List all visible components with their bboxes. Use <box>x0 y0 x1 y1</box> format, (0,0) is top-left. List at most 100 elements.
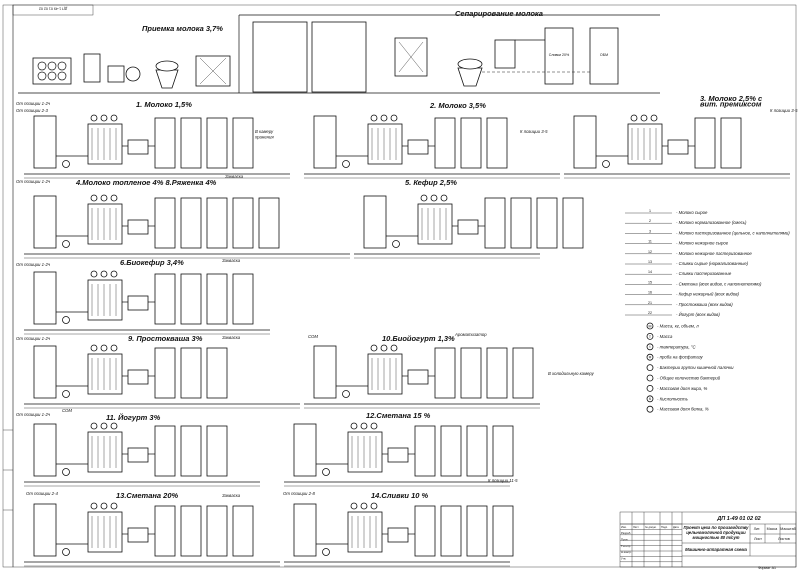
section-receiving-title: Приемка молока 3,7% <box>142 24 223 33</box>
unit-p9 <box>24 344 300 409</box>
unit-p6-product-tank <box>206 273 228 325</box>
legend-code: 22 <box>648 311 652 315</box>
unit-p13-intake-tank <box>33 503 57 557</box>
legend-code: 15 <box>648 280 652 284</box>
legend-symbol <box>646 405 654 413</box>
legend-symbol <box>646 364 654 372</box>
unit-p11-intake-tank <box>33 423 57 477</box>
cream-pasteurizer <box>494 39 516 69</box>
legend-item: - Сливки сырые (нормализованные) <box>676 261 749 266</box>
raw-milk-tank-1 <box>252 21 308 93</box>
deaerator <box>83 53 101 83</box>
unit-p10 <box>304 344 540 409</box>
unit-p4-gauge <box>90 194 98 202</box>
title-block-format: Формат А1 <box>758 566 776 570</box>
legend-symbol-letter: M <box>649 324 652 328</box>
unit-p9-product-tank <box>154 347 176 399</box>
unit-p1-pasteurizer <box>87 123 123 165</box>
unit-p2-gauge <box>380 114 388 122</box>
p9-from-pos-12: От позиции 1-2ч <box>16 336 51 341</box>
unit-p5-intake-tank <box>363 195 387 249</box>
unit-p5-product-tank <box>484 197 506 249</box>
title-block-lit: Лит. <box>754 527 761 531</box>
legend-code: 16 <box>648 291 652 295</box>
unit-p4-homogenizer <box>127 219 149 235</box>
legend2-item: - Масса <box>657 334 673 339</box>
title-block-row-header: Лист <box>633 525 639 529</box>
legend-symbol-letter: Т <box>649 335 652 339</box>
unit-p5 <box>354 194 584 259</box>
unit-p10-product-tank <box>460 347 482 399</box>
unit-p11-homogenizer <box>127 447 149 463</box>
p14-from-pos-28: От позиции 2-8 <box>283 491 315 496</box>
unit-p1-pump <box>62 160 70 168</box>
unit-p5-pump <box>392 240 400 248</box>
unit-p4 <box>24 194 350 259</box>
title-block-drawing-name: Машинно-аппаратная схема <box>685 547 747 552</box>
skim-tank-label: ОБМ <box>600 53 608 57</box>
title-block-role: Пров. <box>621 537 629 541</box>
unit-p12-pasteurizer <box>347 431 383 473</box>
receiving-pump-unit <box>107 65 125 83</box>
unit-p14-homogenizer <box>387 527 409 543</box>
unit-p6-gauge <box>100 270 108 278</box>
section-p10-title: 10.Биойогурт 1,3% <box>382 334 455 343</box>
unit-p2-gauge <box>390 114 398 122</box>
unit-p13-product-tank <box>154 505 176 557</box>
top-stamp-box <box>12 4 94 16</box>
unit-p12-gauge <box>350 422 358 430</box>
title-block-sheet: Лист <box>754 537 762 541</box>
side-strip <box>2 4 14 568</box>
unit-p13-homogenizer <box>127 527 149 543</box>
unit-p11 <box>24 422 260 487</box>
p10-com: СОМ <box>308 334 318 339</box>
legend2-item: - проба на фосфатазу <box>657 355 704 360</box>
unit-p13-product-tank <box>232 505 254 557</box>
unit-p3-intake-tank <box>573 115 597 169</box>
p13-zakvaska: Закваска <box>222 493 241 498</box>
legend-code: 1 <box>649 209 651 213</box>
p4-zakvaska: Закваска <box>225 174 244 179</box>
title-block-mass: Масса <box>767 527 778 531</box>
unit-p1-homogenizer <box>127 139 149 155</box>
section-p9-title: 9. Простокваша 3% <box>128 334 203 343</box>
legend-symbol-letter: Ф <box>649 356 652 360</box>
unit-p3 <box>564 114 790 179</box>
section-p4-title: 4.Молоко топленое 4% 8.Ряженка 4% <box>75 178 217 187</box>
unit-p14-pasteurizer <box>347 511 383 553</box>
top-stamp-text: ДП 1-49 01 02 02 <box>39 7 67 11</box>
unit-p14-product-tank <box>492 505 514 557</box>
title-block-role: Разраб. <box>621 531 631 535</box>
unit-p11-gauge <box>90 422 98 430</box>
separator <box>457 67 483 87</box>
cream-tank <box>544 27 574 85</box>
p10-to-cold: В холодильную камеру <box>548 371 595 376</box>
section-p12-title: 12.Сметана 15 % <box>366 411 431 420</box>
p13-from-pos-24: От позиции 2-4 <box>26 491 58 496</box>
unit-p11-pasteurizer <box>87 431 123 473</box>
unit-p5-homogenizer <box>457 219 479 235</box>
unit-p10-product-tank <box>486 347 508 399</box>
unit-p9-homogenizer <box>127 369 149 385</box>
unit-p12-gauge <box>360 422 368 430</box>
p6-from-pos-12: От позиции 1-2ч <box>16 262 51 267</box>
p3-to-pos-35: К позиции 3-5 <box>770 108 798 113</box>
unit-p4-pump <box>62 240 70 248</box>
title-block-sheets: Листов <box>778 537 790 541</box>
unit-p1-product-tank <box>206 117 228 169</box>
unit-p4-gauge <box>100 194 108 202</box>
legend2-item: - Массовая доля жира, % <box>657 386 707 391</box>
unit-p13-product-tank <box>180 505 202 557</box>
cream-tank-label: Сливки 20% <box>549 53 570 57</box>
legend-item: - Сметана (всех видов, с наполнителями) <box>676 281 762 286</box>
legend-symbol <box>646 353 654 361</box>
unit-p3-pasteurizer <box>627 123 663 165</box>
unit-p4-product-tank <box>258 197 280 249</box>
unit-p12-product-tank <box>466 425 488 477</box>
unit-p12-pump <box>322 468 330 476</box>
unit-p12-homogenizer <box>387 447 409 463</box>
unit-p14-product-tank <box>414 505 436 557</box>
